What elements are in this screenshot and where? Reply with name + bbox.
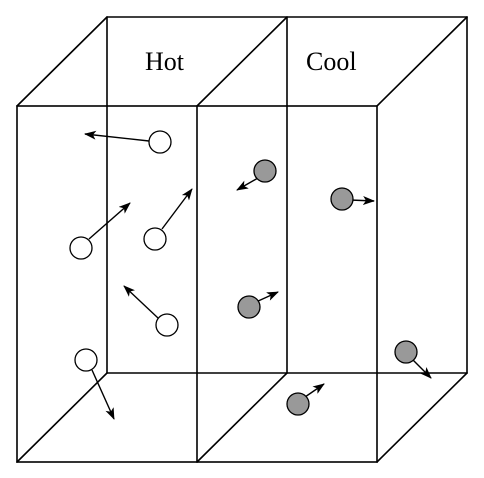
cool-molecules xyxy=(236,159,432,416)
cool-label: Cool xyxy=(306,47,357,76)
top-left-edge xyxy=(16,16,108,107)
velocity-arrow xyxy=(84,130,150,142)
hot-molecule xyxy=(123,285,179,337)
velocity-arrow xyxy=(161,188,193,230)
cool-molecule-circle xyxy=(253,159,277,183)
hot-molecule-circle xyxy=(143,227,167,251)
top-divider-edge xyxy=(196,16,288,107)
hot-molecule-circle xyxy=(74,348,98,372)
cool-molecule-circle xyxy=(394,340,418,364)
cool-molecule xyxy=(286,383,325,416)
hot-molecule xyxy=(143,188,193,251)
cool-molecule-circle xyxy=(330,187,354,211)
velocity-arrow xyxy=(91,369,115,420)
floor-middle-edge xyxy=(196,372,288,463)
cool-molecule xyxy=(394,340,432,379)
velocity-arrow xyxy=(304,383,325,398)
box-front-face xyxy=(16,105,378,463)
hot-molecule xyxy=(69,202,131,260)
velocity-arrow xyxy=(411,358,432,379)
cool-molecule xyxy=(236,159,277,191)
velocity-arrow xyxy=(123,285,159,319)
hot-molecule-circle xyxy=(148,130,172,154)
velocity-arrow xyxy=(255,291,279,303)
cool-molecule xyxy=(330,187,375,211)
velocity-arrow xyxy=(236,177,259,191)
hot-molecules xyxy=(69,130,193,420)
floor-right-edge xyxy=(376,372,468,463)
hot-molecule xyxy=(84,130,172,154)
cool-molecule-circle xyxy=(237,295,261,319)
hot-molecule-circle xyxy=(69,236,93,260)
hot-molecule xyxy=(74,348,115,420)
box-top-face xyxy=(16,16,468,107)
cool-molecule-circle xyxy=(286,392,310,416)
velocity-arrow xyxy=(88,202,131,240)
hot-molecule-circle xyxy=(155,313,179,337)
top-right-edge xyxy=(376,16,468,107)
floor-left-edge xyxy=(16,372,108,463)
cool-molecule xyxy=(237,291,279,319)
velocity-arrow xyxy=(349,196,375,206)
box-floor-edges xyxy=(16,372,468,463)
hot-label: Hot xyxy=(145,47,185,76)
